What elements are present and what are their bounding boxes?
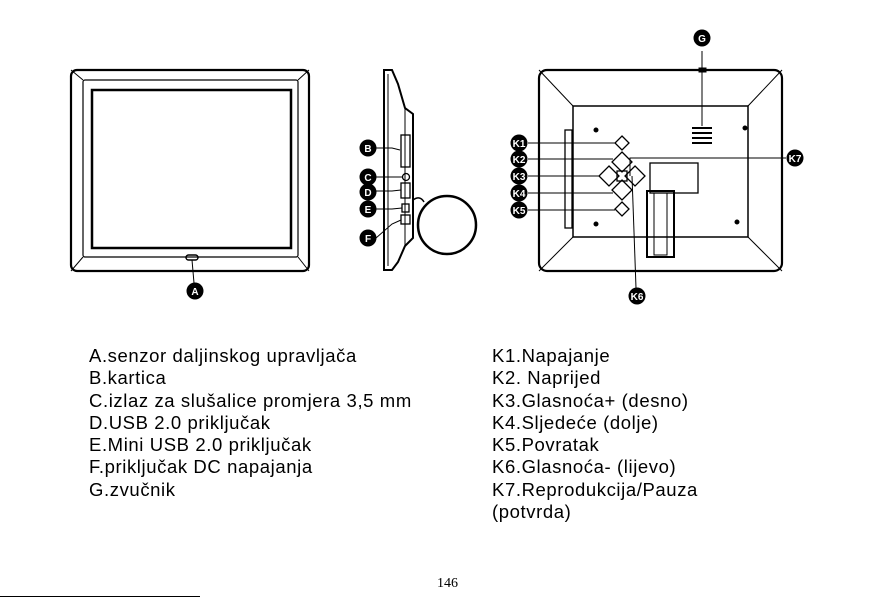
front-view bbox=[69, 68, 311, 284]
callout-g-label: G bbox=[698, 34, 706, 45]
legend-left: A.senzor daljinskog upravljača B.kartica… bbox=[89, 345, 412, 501]
legend-item-a: A.senzor daljinskog upravljača bbox=[89, 345, 357, 366]
legend-item-d: D.USB 2.0 priključak bbox=[89, 411, 271, 433]
back-stand bbox=[646, 190, 675, 258]
card-slot-icon bbox=[400, 134, 411, 168]
headphone-jack-icon bbox=[401, 172, 411, 182]
legend-item-k7: K7.Reprodukcija/Pauza bbox=[492, 478, 698, 500]
legend-item-k5: K5.Povratak bbox=[492, 434, 600, 456]
callout-k3-label: K3 bbox=[513, 172, 526, 183]
callout-k7-label: K7 bbox=[789, 154, 802, 165]
back-frame-outer bbox=[537, 68, 784, 273]
legend-item-k3: K3.Glasnoća+ (desno) bbox=[492, 389, 689, 411]
callout-c: C bbox=[359, 168, 377, 186]
legend-item-k2: K2. Naprijed bbox=[492, 367, 602, 389]
callout-k5-label: K5 bbox=[513, 206, 526, 217]
callout-k1: K1 bbox=[510, 134, 528, 152]
callout-c-label: C bbox=[364, 173, 371, 184]
callout-k7: K7 bbox=[786, 149, 804, 167]
back-panel bbox=[572, 105, 749, 238]
callout-f-label: F bbox=[365, 234, 371, 245]
front-frame-inner bbox=[82, 79, 299, 258]
legend-right: K1.Napajanje K2. Naprijed K3.Glasnoća+ (… bbox=[492, 345, 698, 523]
callout-k6: K6 bbox=[628, 287, 646, 305]
side-view bbox=[375, 69, 478, 271]
legend-item-k1: K1.Napajanje bbox=[492, 345, 611, 366]
dc-port-icon bbox=[400, 214, 411, 225]
callout-k1-label: K1 bbox=[513, 139, 526, 150]
callout-k4-label: K4 bbox=[513, 189, 526, 200]
front-screen bbox=[90, 88, 293, 250]
callout-k4: K4 bbox=[510, 184, 528, 202]
callout-e: E bbox=[359, 200, 377, 218]
legend-item-f: F.priključak DC napajanja bbox=[89, 456, 313, 478]
callout-d: D bbox=[359, 183, 377, 201]
legend-item-k4: K4.Sljedeće (dolje) bbox=[492, 411, 659, 433]
callout-k5: K5 bbox=[510, 201, 528, 219]
callout-e-label: E bbox=[365, 205, 372, 216]
callout-d-label: D bbox=[364, 188, 371, 199]
legend-item-k6: K6.Glasnoća- (lijevo) bbox=[492, 456, 677, 478]
callout-k3: K3 bbox=[510, 167, 528, 185]
legend-item-e: E.Mini USB 2.0 priključak bbox=[89, 434, 312, 456]
page-number: 146 bbox=[437, 576, 458, 591]
device-diagram: A B C D E F G K1 K2 K3 K4 K5 K6 K7 bbox=[69, 29, 804, 305]
legend-item-b: B.kartica bbox=[89, 367, 167, 389]
callout-b: B bbox=[359, 139, 377, 157]
back-view bbox=[528, 51, 786, 289]
callout-k6-label: K6 bbox=[631, 292, 644, 303]
legend-item-k7-continued: (potvrda) bbox=[492, 501, 572, 523]
legend-item-c: C.izlaz za slušalice promjera 3,5 mm bbox=[89, 389, 412, 411]
speaker-icon bbox=[692, 127, 712, 144]
button-cluster bbox=[598, 135, 646, 217]
callout-g: G bbox=[693, 29, 711, 47]
footer-rule bbox=[0, 596, 200, 597]
callout-k2: K2 bbox=[510, 150, 528, 168]
callout-a-label: A bbox=[191, 287, 198, 298]
stand-icon bbox=[416, 194, 478, 256]
callout-k2-label: K2 bbox=[513, 155, 526, 166]
callout-b-label: B bbox=[364, 144, 371, 155]
callout-a: A bbox=[186, 282, 204, 300]
callout-f: F bbox=[359, 229, 377, 247]
legend-item-g: G.zvučnik bbox=[89, 478, 176, 500]
front-frame-outer bbox=[69, 68, 311, 273]
